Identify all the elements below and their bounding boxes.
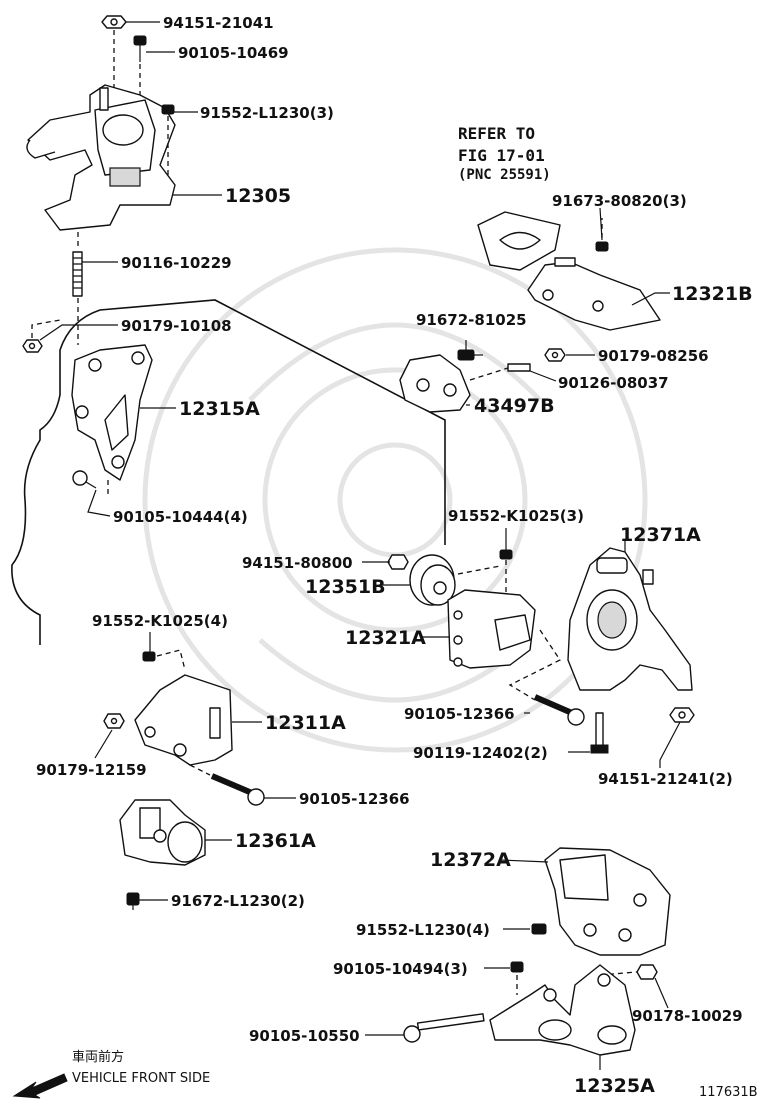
label-90105-12366-a: 90105-12366: [404, 705, 515, 723]
bolt-90119-12402: [590, 712, 609, 754]
part-12371A: [567, 547, 693, 691]
label-94151-21041: 94151-21041: [163, 14, 274, 32]
label-12361A: 12361A: [235, 830, 316, 852]
nut-94151-21041: [101, 15, 127, 29]
label-91552-K1025-3: 91552-K1025(3): [448, 507, 584, 525]
bolt-90105-10550: [403, 1013, 485, 1043]
label-90178-10029: 90178-10029: [632, 1007, 743, 1025]
bolt-91552-K1025-4: [142, 649, 186, 671]
bolt-90105-10469: [133, 35, 147, 62]
refer-line-1: REFER TO: [458, 124, 535, 143]
part-43497B: [399, 354, 471, 413]
label-91552-K1025-4: 91552-K1025(4): [92, 612, 228, 630]
label-12315A: 12315A: [179, 398, 260, 420]
bolt-90105-12366-a: [533, 694, 585, 726]
label-90105-12366-b: 90105-12366: [299, 790, 410, 808]
bolt-90105-10494: [510, 961, 524, 995]
engine-block-outline: [11, 299, 446, 645]
label-43497B: 43497B: [474, 395, 555, 417]
bolt-91672-L1230: [126, 892, 140, 910]
label-90126-08037: 90126-08037: [558, 374, 669, 392]
label-12325A: 12325A: [574, 1075, 655, 1097]
caption-jp: 車両前方: [72, 1049, 124, 1065]
label-12372A: 12372A: [430, 849, 511, 871]
stud-90116-10229: [72, 251, 83, 297]
label-90105-10469: 90105-10469: [178, 44, 289, 62]
label-12305: 12305: [225, 185, 291, 207]
nut-90179-08256: [544, 348, 566, 362]
label-94151-80800: 94151-80800: [242, 554, 353, 572]
part-12311A: [134, 674, 233, 766]
nut-90179-10108: [22, 339, 43, 353]
label-12311A: 12311A: [265, 712, 346, 734]
nut-90179-12159: [103, 713, 125, 729]
part-12361A: [119, 799, 206, 866]
label-90105-10444-4: 90105-10444(4): [113, 508, 248, 526]
nut-90178-10029: [636, 964, 658, 980]
figure-id: 117631B: [699, 1085, 758, 1100]
label-94151-21241-2: 94151-21241(2): [598, 770, 733, 788]
part-12325A: [489, 964, 636, 1056]
refer-line-3: (PNC 25591): [458, 167, 551, 183]
bolt-90105-10444: [72, 470, 97, 489]
leader-lines: [39, 21, 681, 1070]
label-91672-81025: 91672-81025: [416, 311, 527, 329]
dashline-90178: [599, 971, 638, 976]
dashline-43497b: [469, 367, 509, 381]
part-12305: [26, 84, 176, 231]
stud-90126-08037: [507, 363, 531, 372]
arrow-left-down-icon: [12, 1073, 68, 1099]
dashline-nut: [31, 319, 61, 338]
bolt-91552-L1230-4: [531, 923, 547, 935]
refer-line-2: FIG 17-01: [458, 146, 545, 165]
label-91552-L1230-3: 91552-L1230(3): [200, 104, 334, 122]
caption-en: VEHICLE FRONT SIDE: [72, 1071, 210, 1086]
label-12351B: 12351B: [305, 576, 386, 598]
part-12351B: [409, 554, 456, 606]
label-91552-L1230-4: 91552-L1230(4): [356, 921, 490, 939]
dashline-12366a: [508, 629, 561, 701]
bolt-91552-L1230: [161, 104, 175, 175]
bolt-90105-12366-b: [210, 773, 265, 806]
label-12321B: 12321B: [672, 283, 753, 305]
nut-94151-21241: [669, 707, 695, 723]
label-90116-10229: 90116-10229: [121, 254, 232, 272]
part-12321B: [527, 257, 661, 331]
label-90105-10494-3: 90105-10494(3): [333, 960, 468, 978]
label-90179-10108: 90179-10108: [121, 317, 232, 335]
nut-94151-80800: [387, 554, 409, 570]
watermark-emblem: [142, 247, 648, 753]
label-91672-L1230-2: 91672-L1230(2): [171, 892, 305, 910]
label-90179-12159: 90179-12159: [36, 761, 147, 779]
part-12372A: [544, 847, 671, 956]
part-12315A: [71, 344, 153, 481]
label-90179-08256: 90179-08256: [598, 347, 709, 365]
dashline-12321a: [457, 565, 501, 575]
label-91673-80820-3: 91673-80820(3): [552, 192, 687, 210]
label-90119-12402-2: 90119-12402(2): [413, 744, 548, 762]
label-12321A: 12321A: [345, 627, 426, 649]
dashline-12366b: [189, 764, 211, 776]
label-12371A: 12371A: [620, 524, 701, 546]
label-90105-10550: 90105-10550: [249, 1027, 360, 1045]
part-12321A: [447, 589, 536, 669]
part-refer-bracket: [477, 211, 561, 271]
